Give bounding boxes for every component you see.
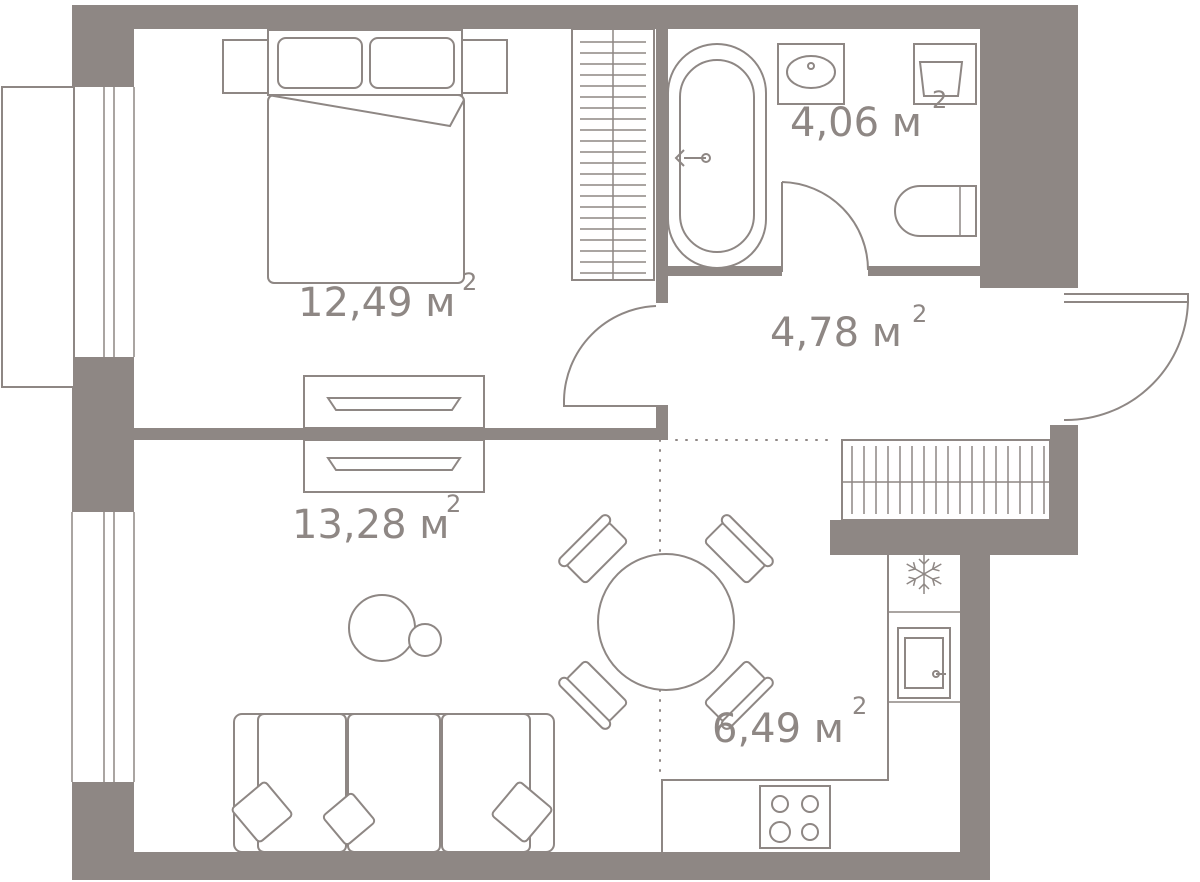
sofa-icon — [231, 713, 555, 853]
wall-left-middle — [72, 357, 134, 512]
area-bedroom: 12,49 м 2 — [298, 268, 477, 326]
wall-bed-living — [134, 428, 668, 440]
wall-right-kitchen — [960, 535, 990, 880]
tv-stand-icon — [303, 375, 485, 493]
area-kitchen: 6,49 м 2 — [712, 692, 867, 752]
door-icon — [781, 181, 869, 272]
wall-right-bath — [980, 5, 1078, 288]
wall-left-upper — [72, 5, 134, 87]
bathtub-icon — [667, 43, 767, 269]
wall-bath-hall-right — [868, 266, 980, 276]
coffee-table-icon — [348, 594, 442, 662]
wall-bottom — [72, 852, 990, 880]
bed-pillow — [277, 37, 363, 89]
chair — [558, 514, 628, 584]
windows — [1, 86, 135, 782]
wall-top — [72, 5, 1078, 29]
area-label: 13,28 м — [292, 502, 449, 548]
balcony-frame — [1, 86, 75, 388]
dining-set-icon — [558, 514, 774, 730]
bed-mattress — [267, 94, 465, 284]
area-label: 6,49 м — [712, 706, 844, 752]
wardrobe-icon — [841, 439, 1051, 521]
area-unit-power: 2 — [932, 86, 947, 114]
area-unit-power: 2 — [446, 490, 461, 518]
area-label: 4,78 м — [770, 310, 902, 356]
bed-pillow — [369, 37, 455, 89]
wall-bath-hall — [656, 266, 782, 276]
area-unit-power: 2 — [462, 268, 477, 296]
bed-blanket-fold — [267, 94, 465, 128]
area-living-room: 13,28 м 2 — [292, 490, 461, 548]
cooktop-icon — [759, 785, 831, 849]
area-label: 4,06 м — [790, 100, 922, 146]
bed-icon — [222, 29, 508, 284]
wall-bed-hall-lower — [656, 405, 668, 440]
area-unit-power: 2 — [912, 300, 927, 328]
kitchen-counter — [661, 535, 960, 852]
wall-bath-left — [656, 28, 668, 276]
walls — [72, 5, 1078, 880]
area-hallway: 4,78 м 2 — [770, 300, 927, 356]
wardrobe-icon — [571, 28, 655, 281]
area-bathroom: 4,06 м 2 — [790, 86, 947, 146]
door-icon — [563, 305, 657, 407]
chair — [558, 660, 628, 730]
sofa-cushion — [322, 792, 376, 846]
sofa-cushion — [491, 781, 553, 843]
sofa-cushion — [231, 781, 293, 843]
kitchen-sink-icon — [897, 627, 951, 699]
toilet-icon — [894, 185, 977, 237]
washbasin-icon — [777, 43, 845, 105]
area-label: 12,49 м — [298, 280, 455, 326]
door-icon — [1063, 293, 1189, 422]
fridge-snowflake-icon — [906, 554, 942, 594]
wall-kitchen-top — [830, 520, 1078, 555]
chair — [704, 514, 774, 584]
area-unit-power: 2 — [852, 692, 867, 720]
chair — [704, 660, 774, 730]
towel-dryer-icon — [913, 43, 977, 105]
